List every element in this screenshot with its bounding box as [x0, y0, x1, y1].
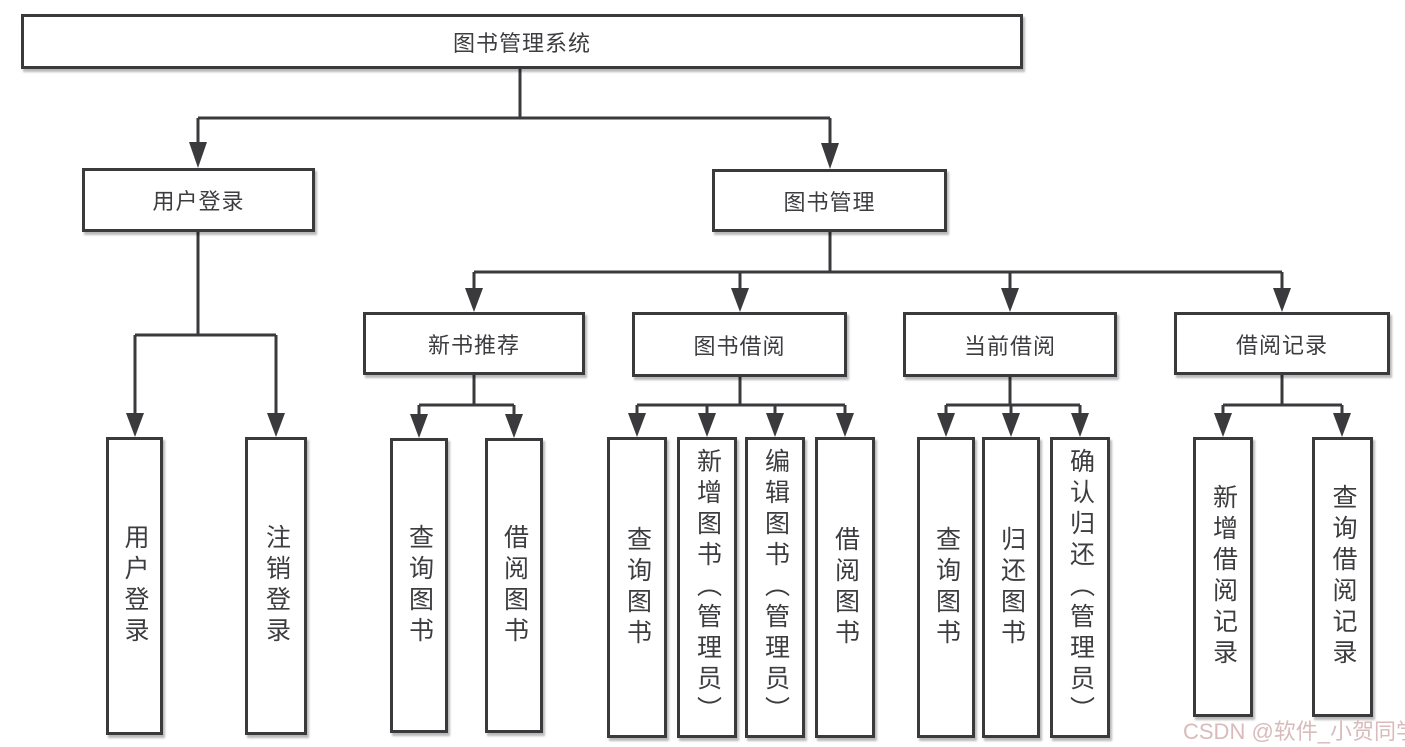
node-borrow-records: 借阅记录	[1174, 312, 1390, 375]
leaf-cb-query-books: 查询图书	[917, 437, 975, 738]
leaf-bb-borrow-books: 借阅图书	[815, 437, 875, 738]
leaf-cb-confirm-return-admin: 确认归还（管理员）	[1050, 437, 1110, 738]
node-user-login: 用户登录	[82, 168, 315, 232]
node-root: 图书管理系统	[21, 14, 1023, 69]
node-new-book-recommend: 新书推荐	[363, 312, 585, 375]
leaf-user-login: 用户登录	[106, 437, 163, 735]
leaf-nb-query-books: 查询图书	[390, 438, 448, 733]
leaf-bb-add-books-admin: 新增图书（管理员）	[677, 437, 737, 738]
leaf-bb-query-books: 查询图书	[607, 437, 667, 738]
node-current-borrow: 当前借阅	[903, 312, 1117, 377]
node-book-management: 图书管理	[712, 169, 947, 232]
csdn-watermark: CSDN @软件_小贺同学	[1183, 719, 1405, 744]
leaf-nb-borrow-books: 借阅图书	[485, 438, 543, 733]
leaf-br-query-record: 查询借阅记录	[1312, 437, 1373, 717]
leaf-logout: 注销登录	[245, 437, 307, 735]
leaf-cb-return-books: 归还图书	[982, 437, 1040, 738]
node-book-borrow: 图书借阅	[632, 312, 847, 377]
leaf-bb-edit-books-admin: 编辑图书（管理员）	[745, 437, 805, 738]
leaf-br-add-record: 新增借阅记录	[1193, 437, 1253, 717]
